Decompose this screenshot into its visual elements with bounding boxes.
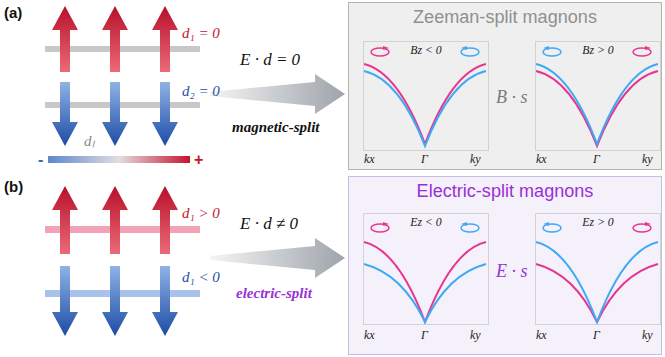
precession-icon bbox=[543, 46, 549, 50]
coupling-term: B · s bbox=[496, 87, 528, 109]
axis-label: Γ bbox=[593, 152, 600, 166]
precession-icon bbox=[461, 222, 467, 226]
field-condition: Ez > 0 bbox=[536, 216, 660, 230]
axis-label: Γ bbox=[421, 152, 428, 166]
spin-down-arrow bbox=[152, 82, 178, 146]
axis-label: kx bbox=[536, 328, 547, 342]
color-bar bbox=[48, 156, 190, 163]
precession-icon bbox=[645, 222, 651, 226]
precession-icon bbox=[633, 224, 651, 232]
axis-label: kx bbox=[364, 328, 375, 342]
spin-up-arrow bbox=[152, 6, 178, 72]
band-plot: Bz > 0 bbox=[535, 41, 661, 151]
axis-label: Γ bbox=[421, 328, 428, 342]
spin-up-arrow bbox=[102, 186, 128, 254]
spin-down-arrow bbox=[102, 82, 128, 146]
spin-up-arrow bbox=[52, 186, 78, 254]
split-label: electric-split bbox=[236, 284, 312, 302]
layer-bar bbox=[45, 46, 200, 297]
dipole-label: d₁ = 0 bbox=[182, 24, 220, 42]
panel-title: Zeeman-split magnons bbox=[349, 7, 661, 29]
precession-icon bbox=[371, 48, 389, 56]
precession-icon bbox=[645, 46, 651, 50]
split-label: magnetic-split bbox=[232, 118, 320, 136]
spin-down-arrow bbox=[152, 266, 178, 336]
panel-tag: (a) bbox=[4, 4, 22, 22]
dispersion-curve bbox=[364, 242, 486, 322]
spin-down-arrow bbox=[52, 82, 78, 146]
dipole-label: d₁ < 0 bbox=[182, 268, 220, 286]
band-plot: Ez < 0 bbox=[363, 213, 489, 325]
process-arrow bbox=[210, 74, 345, 278]
precession-icon bbox=[543, 222, 549, 226]
precession-icon bbox=[383, 46, 389, 50]
color-bar-label: dₗ bbox=[84, 132, 95, 150]
dipole-label: d₁ > 0 bbox=[182, 204, 220, 222]
dispersion-curve bbox=[364, 64, 486, 144]
process-arrow bbox=[210, 238, 345, 278]
coupling-term: E · s bbox=[496, 261, 528, 283]
field-condition: Bz < 0 bbox=[364, 44, 488, 58]
axis-label: ky bbox=[470, 328, 481, 342]
spin-down-arrow bbox=[52, 266, 78, 336]
dispersion-curve bbox=[536, 64, 658, 144]
axis-label: kx bbox=[364, 152, 375, 166]
dispersion-curve bbox=[536, 264, 658, 322]
precession-icon bbox=[371, 224, 389, 232]
field-condition: Ez < 0 bbox=[364, 216, 488, 230]
spin-down-arrow bbox=[102, 266, 128, 336]
precession-icon bbox=[461, 48, 479, 56]
condition-label: E · d = 0 bbox=[240, 50, 300, 70]
precession-icon bbox=[543, 224, 561, 232]
process-arrow bbox=[210, 74, 345, 114]
spin-up-arrow bbox=[102, 6, 128, 72]
condition-label: E · d ≠ 0 bbox=[240, 214, 298, 234]
spin-up-arrow bbox=[52, 6, 178, 254]
axis-label: ky bbox=[642, 152, 653, 166]
color-bar bbox=[48, 156, 190, 163]
field-condition: Bz > 0 bbox=[536, 44, 660, 58]
dispersion-curve bbox=[536, 242, 658, 322]
spin-down-arrow bbox=[52, 82, 178, 336]
spin-up-arrow bbox=[52, 6, 78, 72]
precession-icon bbox=[383, 222, 389, 226]
axis-label: Γ bbox=[593, 328, 600, 342]
dipole-label: d₂ = 0 bbox=[182, 82, 220, 100]
precession-icon bbox=[461, 46, 467, 50]
color-bar-end: + bbox=[194, 150, 203, 169]
panel-ground bbox=[348, 2, 662, 355]
precession-icon bbox=[543, 48, 561, 56]
spectrum-panel: Electric-split magnons E · s Ez < 0 Ez > 0 bbox=[348, 176, 662, 355]
band-plot: Bz < 0 bbox=[363, 41, 489, 151]
precession-icon bbox=[371, 46, 651, 232]
panel-ground bbox=[348, 2, 662, 170]
panel-title: Electric-split magnons bbox=[349, 181, 661, 203]
dispersion-curve bbox=[364, 71, 486, 146]
band-plot: Ez > 0 bbox=[535, 213, 661, 325]
spin-up-arrow bbox=[152, 186, 178, 254]
axis-label: kx bbox=[536, 152, 547, 166]
panel-tag: (b) bbox=[4, 178, 23, 196]
axis-label: ky bbox=[470, 152, 481, 166]
dispersion-curve bbox=[364, 264, 486, 322]
axis-label: ky bbox=[642, 328, 653, 342]
panel-ground bbox=[348, 176, 662, 355]
dispersion-curve bbox=[536, 71, 658, 146]
precession-icon bbox=[633, 48, 651, 56]
color-bar-end: - bbox=[38, 150, 43, 169]
precession-icon bbox=[461, 224, 479, 232]
spectrum-panel: Zeeman-split magnons B · s Bz < 0 Bz > 0 bbox=[348, 2, 662, 170]
